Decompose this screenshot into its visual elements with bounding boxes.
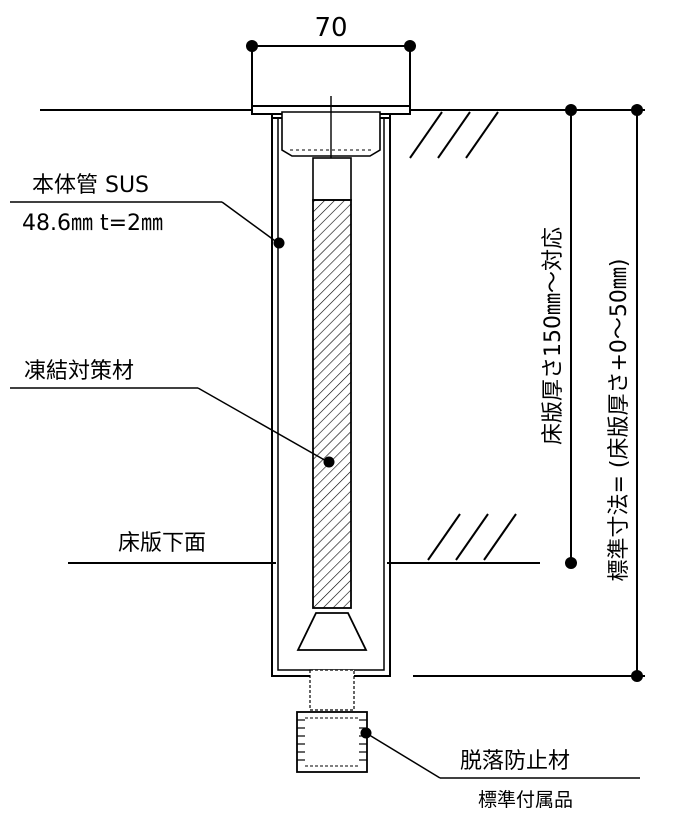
antifreeze-core (312, 199, 352, 609)
standard-size-label: 標準寸法= (床版厚さ+0～50㎜) (607, 258, 632, 581)
antifreeze-label: 凍結対策材 (24, 359, 134, 384)
top-width-dimension (251, 45, 411, 106)
slab-hatching-top (409, 111, 499, 159)
slab-dim-dot-top (565, 104, 577, 116)
upper-plug (312, 157, 352, 201)
slab-bottom-label: 床版下面 (118, 531, 206, 556)
dim-dot-right (404, 40, 416, 52)
top-width-label: 70 (314, 13, 347, 43)
std-dim-dot-bottom (631, 670, 643, 682)
standard-accessory-label: 標準付属品 (478, 789, 573, 811)
lower-cone (296, 612, 368, 651)
dim-dot-left (246, 40, 258, 52)
antifreeze-leader-dot (323, 456, 335, 468)
body-pipe-label: 本体管 SUS (32, 173, 149, 198)
antifreeze-leader-diag (197, 387, 329, 463)
fall-prevention-label: 脱落防止材 (460, 749, 570, 774)
lower-fitting (309, 669, 355, 711)
body-pipe-leader-dot (273, 237, 285, 249)
slab-hatching-bottom (427, 513, 517, 561)
body-pipe-leader-diag (221, 201, 279, 244)
std-dim-dot-top (631, 104, 643, 116)
fall-prevention-part (296, 711, 368, 773)
slab-thickness-label: 床版厚さ150㎜～対応 (541, 227, 566, 445)
body-pipe-spec: 48.6㎜ t=2㎜ (22, 211, 163, 236)
fall-prevention-leader-diag (365, 732, 441, 779)
slab-dim-dot-bottom (565, 557, 577, 569)
